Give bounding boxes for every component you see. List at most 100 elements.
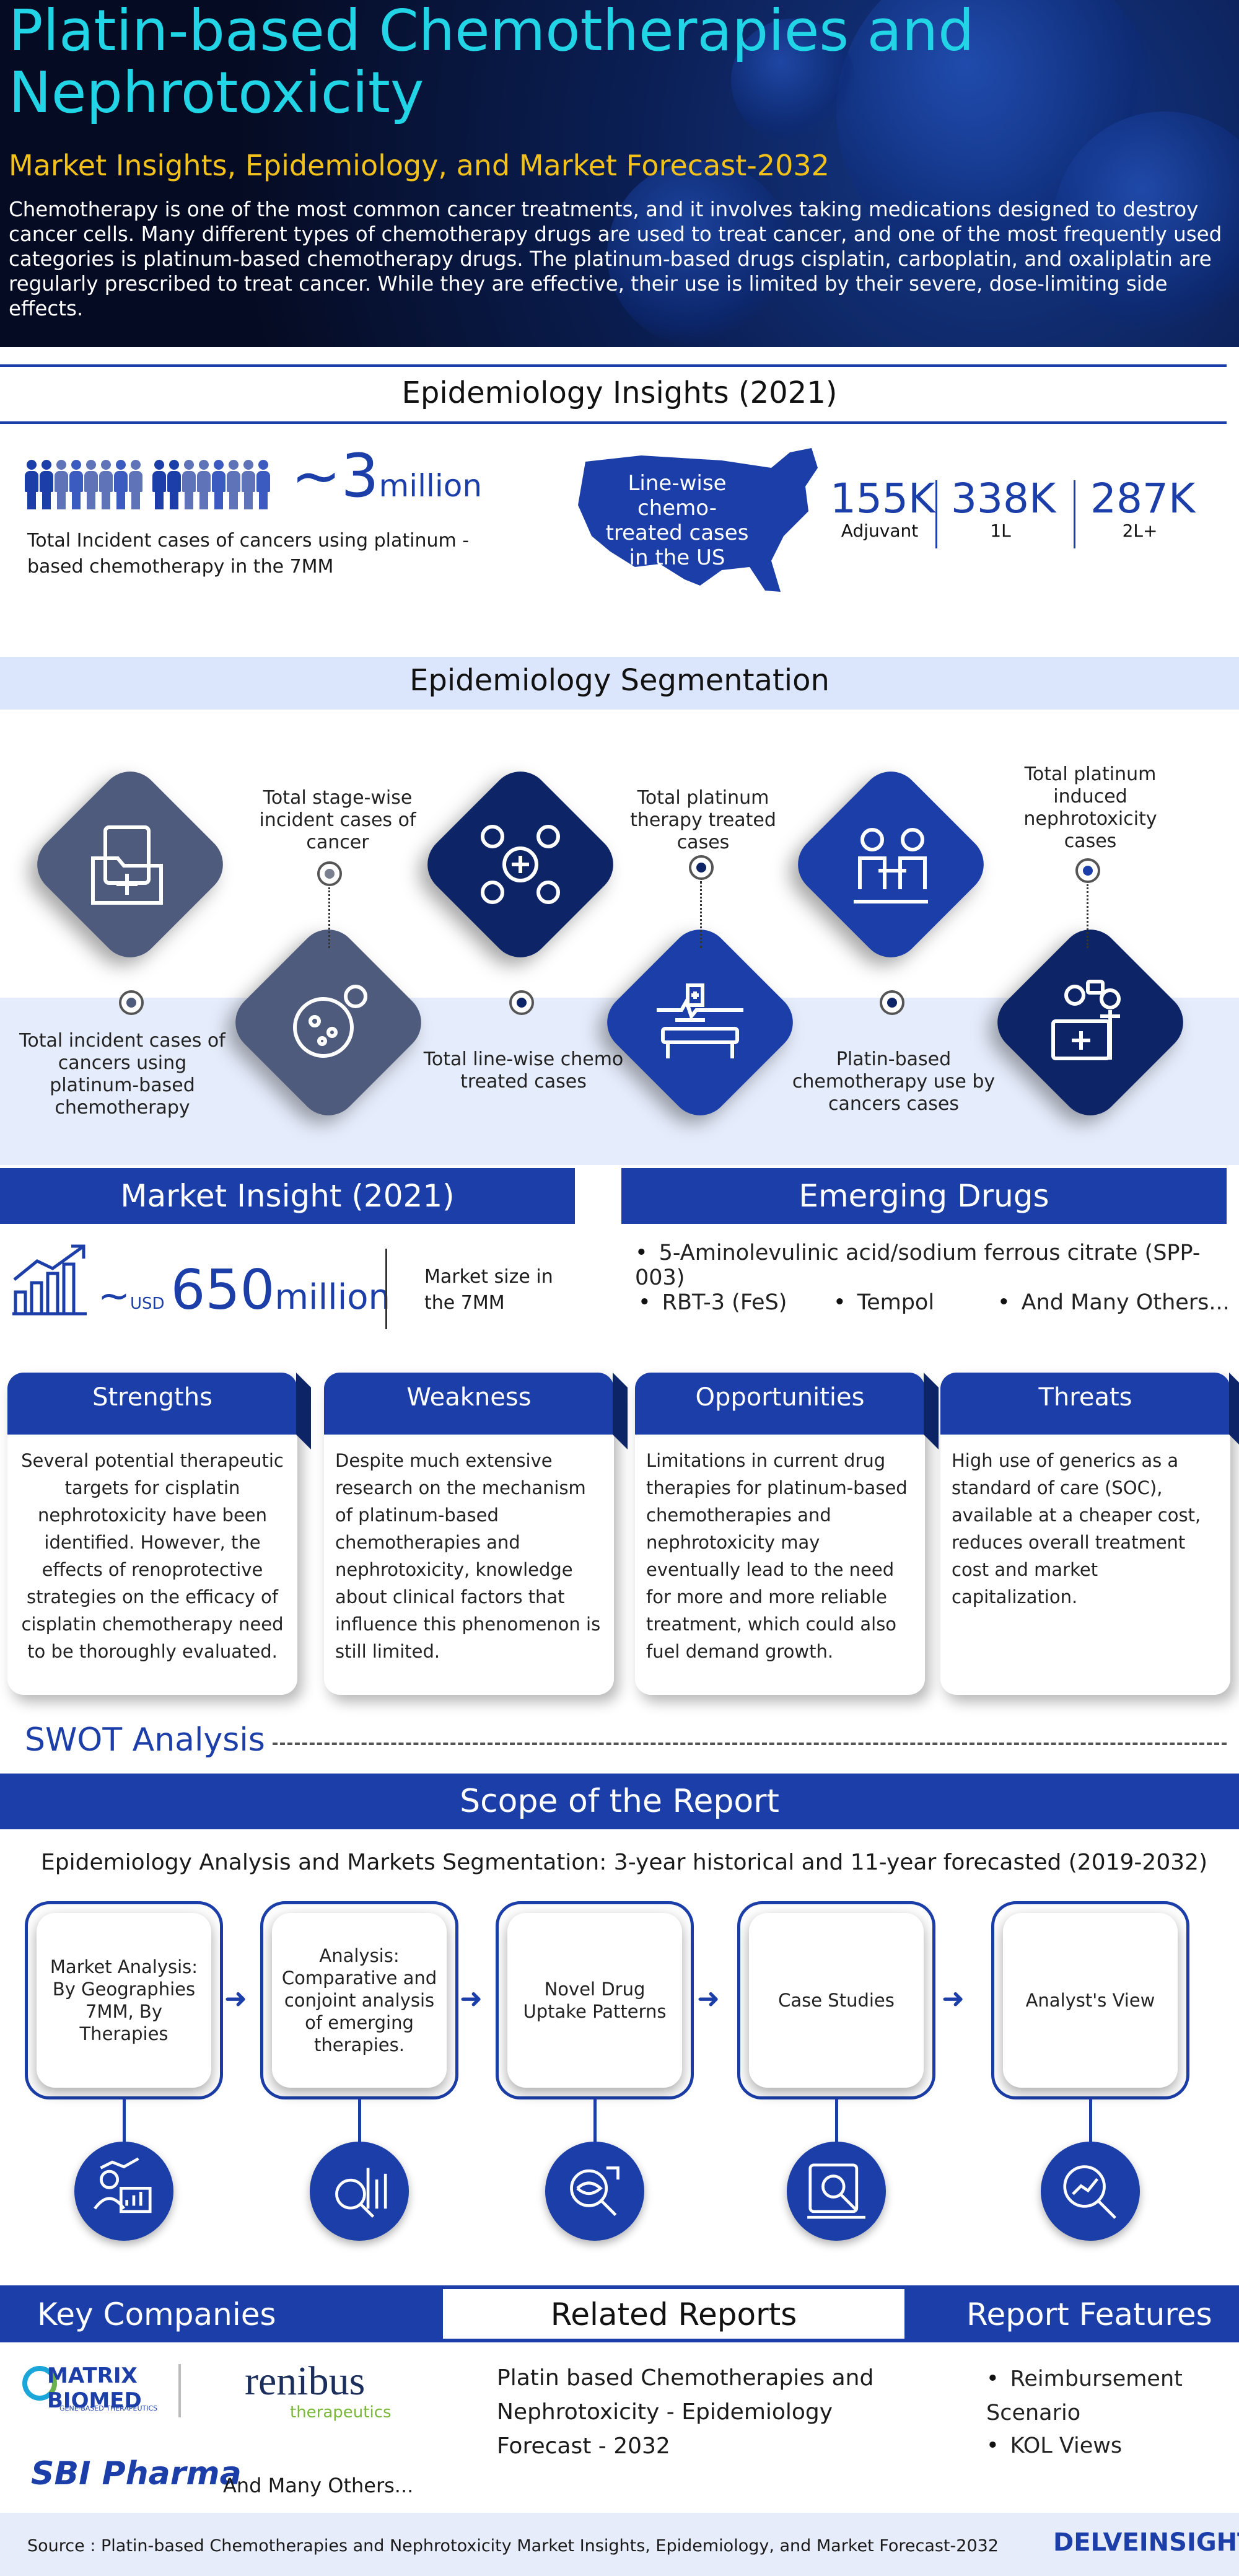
currency-label: USD	[129, 1295, 165, 1313]
connector	[328, 887, 330, 948]
total-cases-label: Total Incident cases of cancers using pl…	[27, 530, 470, 578]
key-companies-heading: Key Companies	[37, 2297, 276, 2332]
folder-medical-icon	[91, 825, 163, 905]
scope-card-5: Analyst's View	[991, 1901, 1189, 2099]
person-icon	[99, 460, 113, 511]
emerging-drug-item: And Many Others...	[997, 1290, 1230, 1315]
person-icon	[25, 460, 38, 511]
swot-title: Strengths	[7, 1373, 297, 1435]
stat-label: 1L	[990, 521, 1011, 541]
many-others-text: And Many Others...	[223, 2474, 414, 2497]
segment-dot-6	[1075, 858, 1100, 883]
total-cases-value: ~3million	[291, 441, 482, 511]
stat-label: Adjuvant	[841, 521, 919, 541]
segmentation-band	[0, 657, 1239, 710]
arrow-right-icon: ➜	[697, 1983, 720, 2015]
source-bar	[0, 2513, 1239, 2576]
intro-paragraph: Chemotherapy is one of the most common c…	[9, 198, 1222, 320]
connector	[123, 2099, 126, 2143]
scope-card-2: Analysis: Comparative and conjoint analy…	[260, 1901, 458, 2099]
connector	[593, 2099, 597, 2143]
connector	[1087, 884, 1088, 948]
scope-card-label: Market Analysis: By Geographies 7MM, By …	[37, 1913, 211, 2088]
people-icon-row	[25, 460, 273, 516]
analyst-view-icon	[1041, 2142, 1140, 2241]
us-map-icon	[578, 448, 818, 592]
swot-title: Threats	[940, 1373, 1230, 1435]
person-icon	[227, 460, 240, 511]
person-icon	[84, 460, 98, 511]
scope-description: Epidemiology Analysis and Markets Segmen…	[41, 1850, 1208, 1875]
divider	[0, 364, 1227, 367]
connector	[835, 2099, 838, 2143]
scope-card-1: Market Analysis: By Geographies 7MM, By …	[25, 1901, 223, 2099]
swot-body: Despite much extensive research on the m…	[335, 1450, 601, 1662]
connector	[358, 2099, 361, 2143]
market-number: 650	[170, 1258, 275, 1322]
scope-card-3: Novel Drug Uptake Patterns	[496, 1901, 694, 2099]
stat-2l-plus: 287K 2L+	[1090, 477, 1195, 542]
swot-body: Limitations in current drug therapies fo…	[646, 1450, 908, 1662]
dashed-divider	[273, 1743, 1227, 1745]
medical-network-icon	[481, 825, 560, 904]
report-feature-item: KOL Views	[986, 2429, 1123, 2463]
segment-label-5: Platin-based chemotherapy use by cancers…	[792, 1048, 996, 1115]
segment-dot-2	[317, 861, 342, 886]
segment-dot-5	[880, 990, 904, 1015]
divider	[385, 1249, 387, 1329]
stat-label: 2L+	[1122, 521, 1158, 541]
person-icon	[152, 460, 166, 511]
cancer-cell-icon	[293, 985, 367, 1058]
sbi-pharma-logo: SBI Pharma	[31, 2455, 242, 2492]
segmentation-heading: Epidemiology Segmentation	[409, 663, 830, 698]
stat-value: 155K	[830, 475, 935, 522]
swot-title: Weakness	[324, 1373, 614, 1435]
segment-dot-1	[119, 990, 144, 1015]
person-icon	[197, 460, 211, 511]
stat-value: 338K	[951, 475, 1056, 522]
connector	[700, 881, 702, 948]
logo-text: MATRIX BIOMED	[47, 2363, 142, 2413]
segment-label-6: Total platinum induced nephrotoxicity ca…	[1023, 763, 1157, 852]
person-icon	[242, 460, 255, 511]
stat-1l: 338K 1L	[951, 475, 1056, 542]
case-study-icon	[787, 2142, 886, 2241]
logo-tagline: GENE-BASED THERAPEUTICS	[59, 2404, 158, 2412]
related-reports-heading: Related Reports	[550, 2297, 797, 2332]
renibus-tagline: therapeutics	[290, 2403, 392, 2422]
emerging-drug-item: 5-Aminolevulinic acid/sodium ferrous cit…	[635, 1241, 1239, 1290]
emerging-drug-item: Tempol	[833, 1290, 934, 1315]
total-cases-unit: million	[379, 468, 483, 504]
swot-card-strengths: Strengths Several potential therapeutic …	[7, 1373, 297, 1695]
connector	[1089, 2099, 1092, 2143]
swot-card-opportunities: Opportunities Limitations in current dru…	[635, 1373, 925, 1695]
drug-uptake-icon	[545, 2142, 644, 2241]
scope-card-label: Case Studies	[749, 1913, 924, 2088]
market-unit: million	[274, 1277, 391, 1317]
person-icon	[114, 460, 128, 511]
divider	[1074, 480, 1075, 548]
person-icon	[55, 460, 68, 511]
matrix-biomed-logo: MATRIX BIOMED GENE-BASED THERAPEUTICS	[22, 2361, 183, 2420]
segment-label-2: Total stage-wise incident cases of cance…	[259, 787, 416, 853]
swot-card-threats: Threats High use of generics as a standa…	[940, 1373, 1230, 1695]
swot-heading: SWOT Analysis	[25, 1721, 265, 1759]
person-icon	[182, 460, 196, 511]
scope-card-label: Analyst's View	[1003, 1913, 1178, 2088]
stat-adjuvant: 155K Adjuvant	[830, 475, 935, 542]
market-analysis-icon	[74, 2142, 173, 2241]
arrow-right-icon: ➜	[942, 1983, 965, 2015]
scope-heading: Scope of the Report	[0, 1774, 1239, 1829]
segment-dot-3	[509, 990, 534, 1015]
person-icon	[40, 460, 53, 511]
segment-dot-4	[689, 855, 714, 880]
doctor-consultation-icon	[854, 828, 928, 903]
related-report-title[interactable]: Platin based Chemotherapies and Nephroto…	[497, 2365, 874, 2459]
page-title: Platin-based Chemotherapies and Nephroto…	[9, 0, 974, 126]
hero-banner: Platin-based Chemotherapies and Nephroto…	[0, 0, 1239, 347]
total-cases-number: ~3	[291, 441, 379, 511]
source-text: Source : Platin-based Chemotherapies and…	[27, 2536, 999, 2556]
arrow-right-icon: ➜	[224, 1983, 247, 2015]
hospital-bed-icon	[657, 983, 743, 1058]
